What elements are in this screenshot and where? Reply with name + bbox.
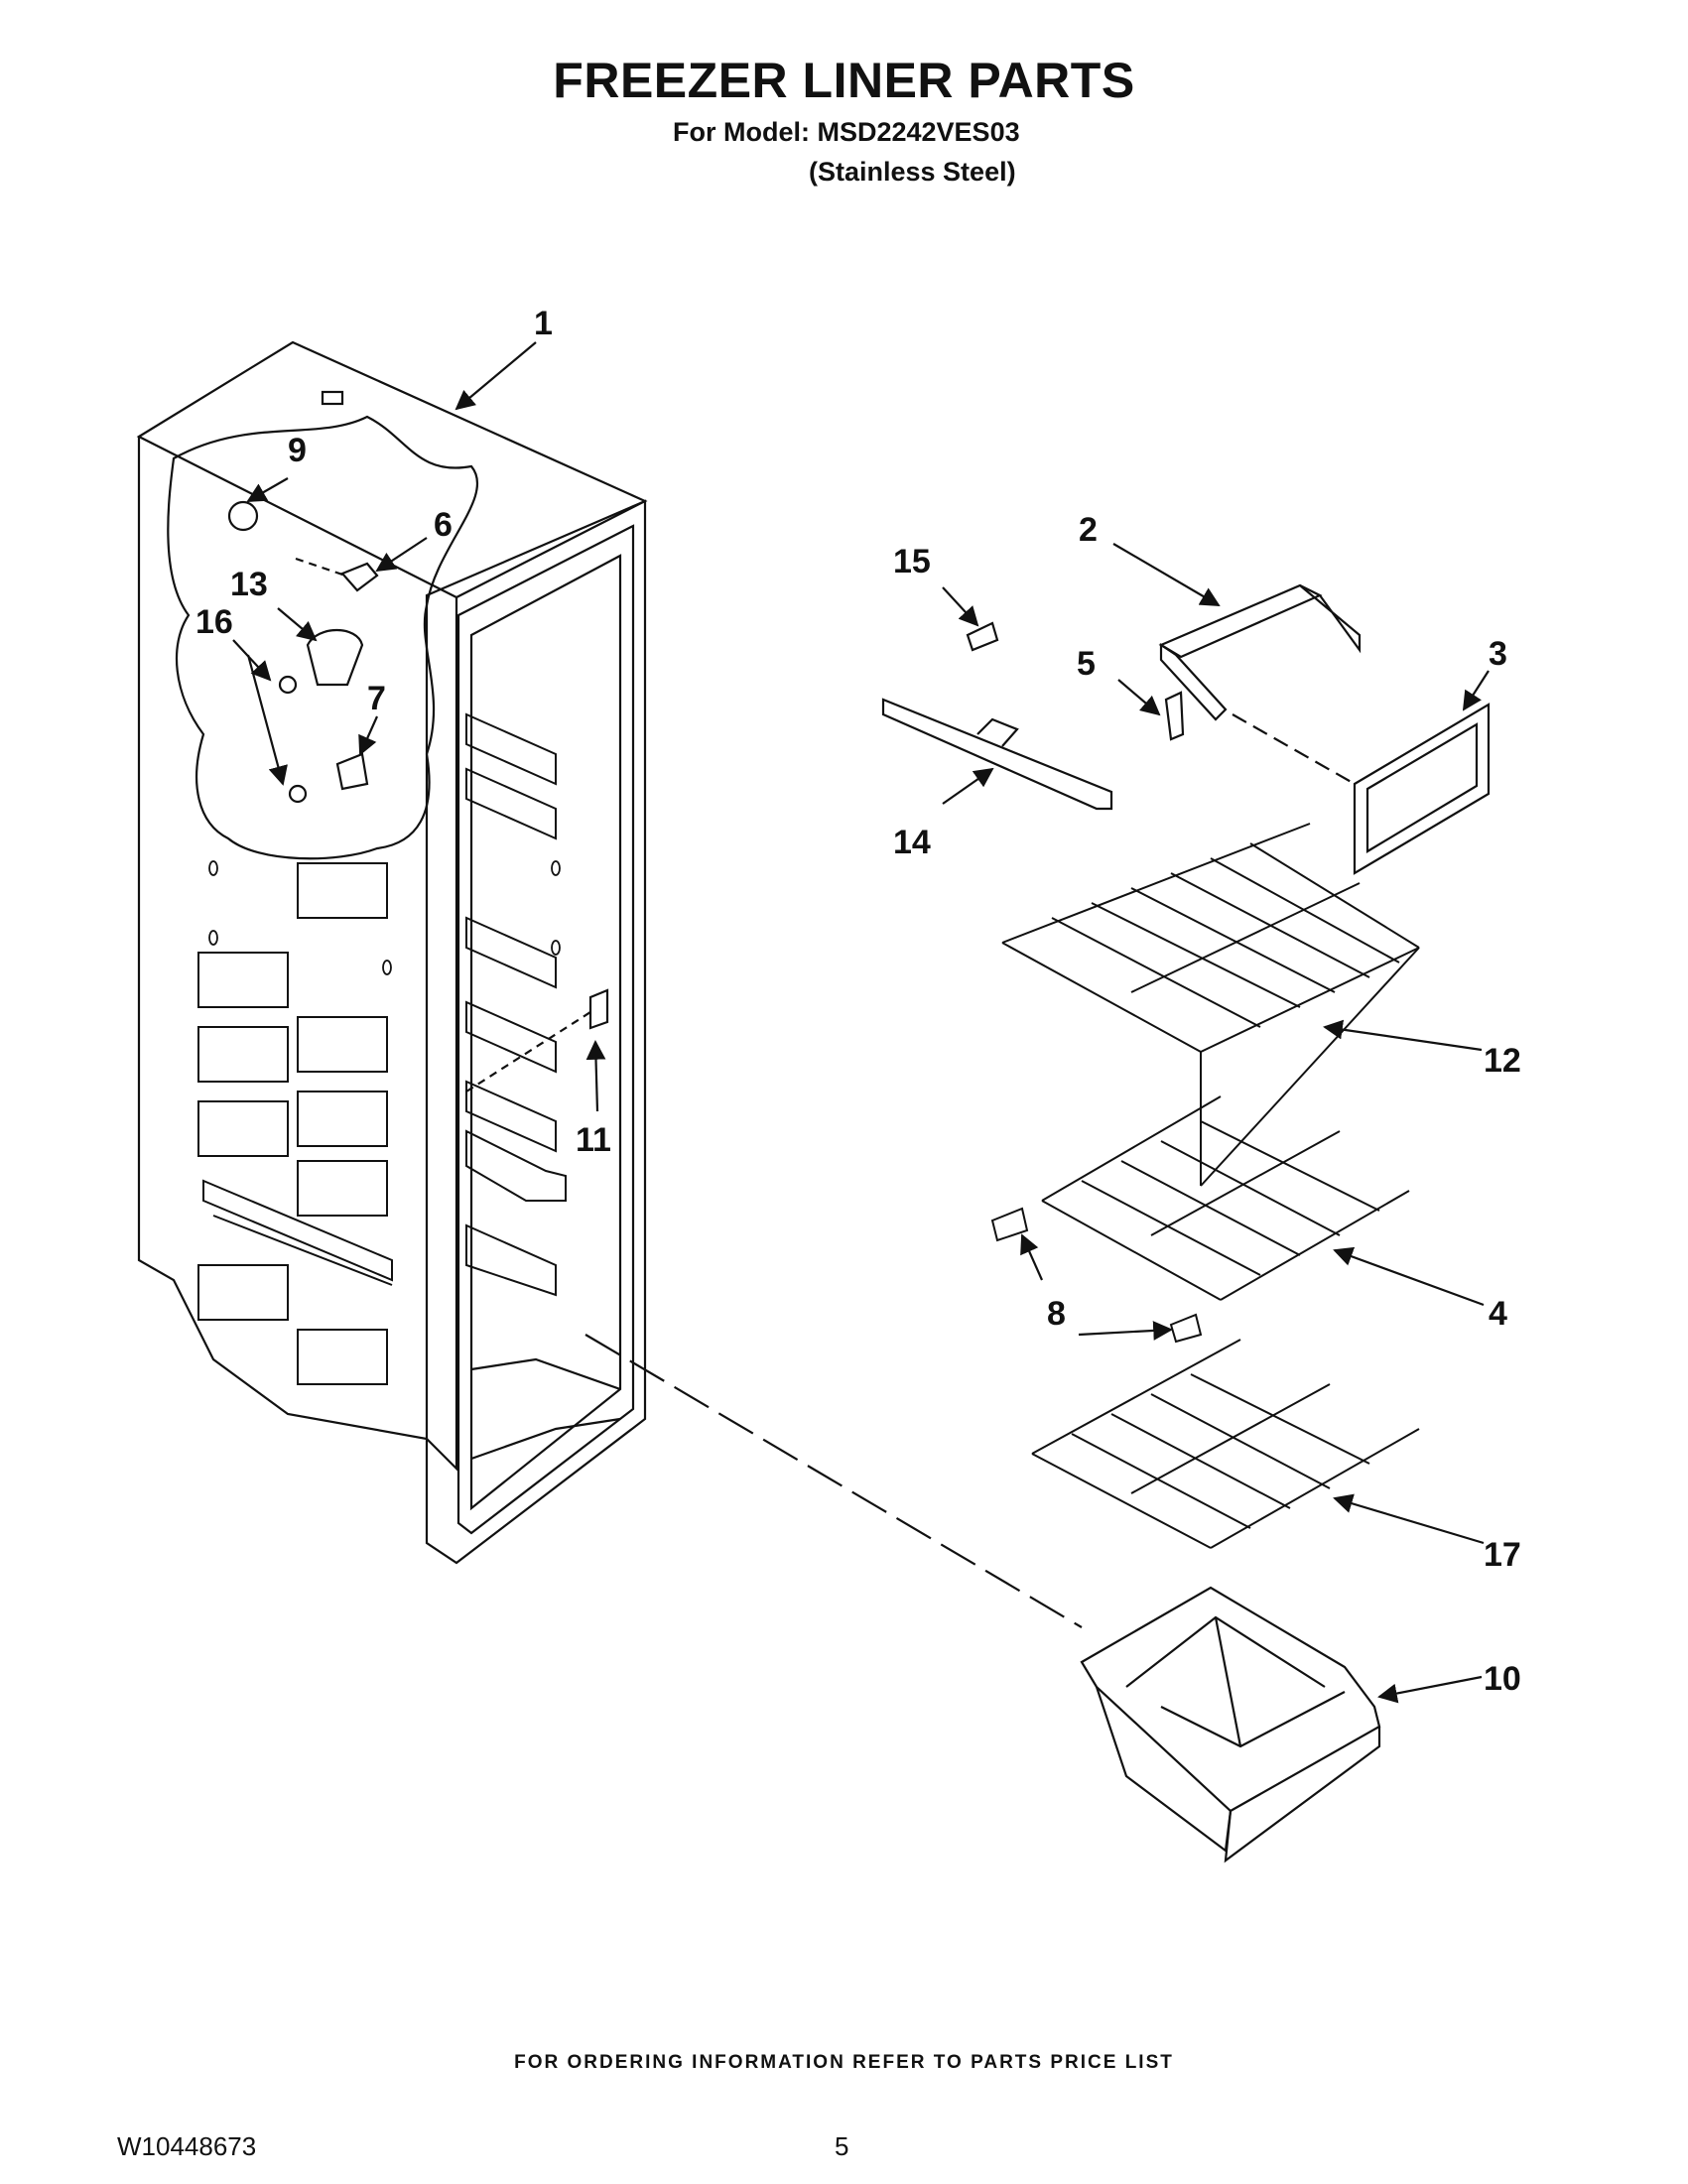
callout-10: 10 bbox=[1484, 1660, 1521, 1698]
ordering-note: FOR ORDERING INFORMATION REFER TO PARTS … bbox=[514, 2052, 1174, 2073]
page-number: 5 bbox=[835, 2131, 849, 2161]
callout-3: 3 bbox=[1489, 635, 1507, 673]
page-title: FREEZER LINER PARTS bbox=[553, 53, 1135, 108]
callout-1: 1 bbox=[534, 305, 553, 342]
callout-9: 9 bbox=[288, 432, 307, 469]
callout-6: 6 bbox=[434, 506, 453, 544]
freezer-basket-drawing bbox=[584, 1334, 1381, 1863]
callout-14: 14 bbox=[893, 824, 931, 861]
callout-17: 17 bbox=[1484, 1536, 1521, 1574]
document-number: W10448673 bbox=[117, 2131, 257, 2161]
callout-12: 12 bbox=[1484, 1042, 1521, 1080]
wire-shelves-drawing bbox=[990, 823, 1420, 1549]
callout-5: 5 bbox=[1077, 645, 1096, 683]
callout-2: 2 bbox=[1079, 511, 1098, 549]
callout-11: 11 bbox=[576, 1121, 611, 1159]
callout-16: 16 bbox=[195, 603, 233, 641]
model-line: For Model: MSD2242VES03 bbox=[673, 117, 1020, 147]
callout-8: 8 bbox=[1047, 1295, 1066, 1333]
callout-7: 7 bbox=[367, 680, 386, 717]
callout-15: 15 bbox=[893, 543, 931, 580]
callout-13: 13 bbox=[230, 566, 268, 603]
callout-4: 4 bbox=[1489, 1295, 1507, 1333]
variant-line: (Stainless Steel) bbox=[809, 157, 1016, 187]
shelf-bracket-drawing bbox=[881, 583, 1491, 875]
leader-arrows bbox=[232, 341, 1490, 1704]
freezer-liner-drawing bbox=[136, 340, 648, 1565]
callout-numbers: 1 2 3 4 5 6 7 8 9 10 11 12 13 14 15 16 1… bbox=[195, 305, 1521, 1698]
